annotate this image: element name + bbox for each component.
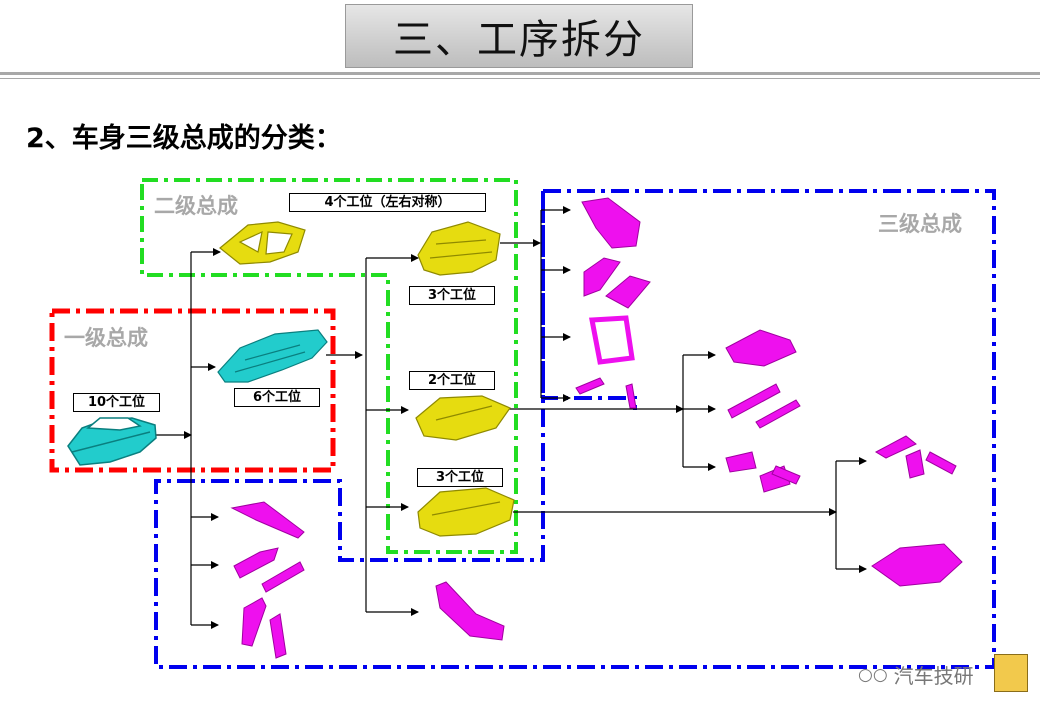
part-front-rail-2 <box>605 275 651 309</box>
level3-label: 三级总成 <box>878 212 962 236</box>
level3-frame-main <box>154 189 996 669</box>
part-rear-floor-pan <box>871 543 963 587</box>
part-crossmember-3 <box>771 465 801 485</box>
part-side-inner-2 <box>233 547 279 579</box>
section-subtitle: 2、车身三级总成的分类： <box>26 123 342 154</box>
body-in-white-image <box>67 417 157 466</box>
part-front-rail-1 <box>583 257 621 297</box>
part-rear-rails-2 <box>905 449 925 479</box>
station-count-underbody: 6个工位 <box>234 388 320 407</box>
part-side-inner-3 <box>261 561 305 593</box>
slide-title: 三、工序拆分 <box>345 4 693 68</box>
part-side-inner-1 <box>230 501 305 539</box>
part-pillar-2 <box>269 613 287 659</box>
station-count-front-structure: 3个工位 <box>409 286 495 305</box>
part-radiator-support <box>589 315 635 365</box>
level1-frame <box>49 308 336 473</box>
title-rule <box>0 72 1040 75</box>
part-bracket <box>625 383 637 409</box>
station-count-front-floor: 2个工位 <box>409 371 495 390</box>
watermark-text: 汽车技研 <box>893 664 974 688</box>
chat-bubble-icon: ○○ <box>858 664 888 685</box>
part-front-floor-pan <box>725 329 797 367</box>
part-pillar-1 <box>241 597 267 647</box>
part-dash-panel <box>581 197 641 249</box>
part-rear-rails-3 <box>925 451 957 475</box>
title-rule-thin <box>0 78 1040 79</box>
part-rear-rails <box>874 435 917 459</box>
level1-label: 一级总成 <box>64 326 148 350</box>
part-crossmember-1 <box>725 451 757 473</box>
underbody-image <box>217 329 328 383</box>
level2-frame <box>140 178 518 554</box>
level3-frame-inner <box>541 191 637 410</box>
watermark: ○○ 汽车技研 <box>858 660 974 689</box>
part-shock-tower <box>575 377 605 395</box>
part-rear-panel <box>435 581 505 641</box>
front-floor-image <box>415 395 511 441</box>
front-structure-image <box>417 221 501 276</box>
stamped-parts <box>230 197 963 659</box>
home-icon[interactable] <box>994 654 1028 692</box>
level2-label: 二级总成 <box>154 194 238 218</box>
side-frame-image <box>219 221 306 265</box>
part-floor-rail-1 <box>727 383 781 419</box>
station-count-side-frame: 4个工位（左右对称） <box>289 193 486 212</box>
station-count-body: 10个工位 <box>73 393 160 412</box>
part-floor-rail-2 <box>755 399 801 429</box>
rear-floor-image <box>417 487 515 537</box>
station-count-rear-floor: 3个工位 <box>417 468 503 487</box>
